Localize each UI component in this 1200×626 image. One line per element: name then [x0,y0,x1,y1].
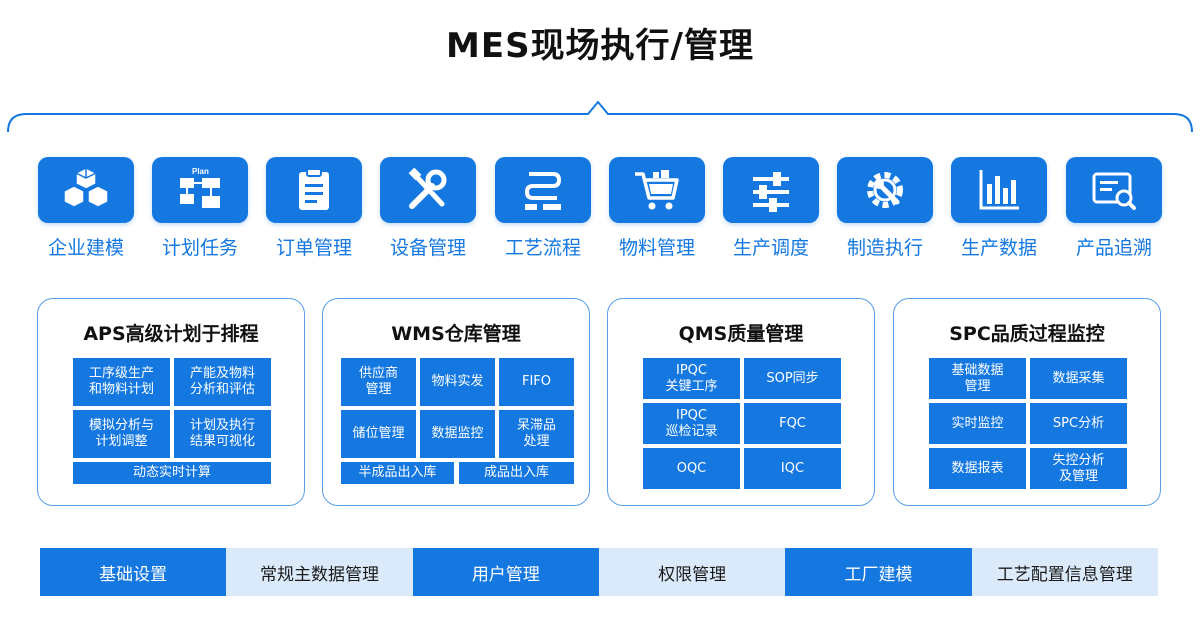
module-label: 产品追溯 [1075,237,1152,259]
cart-icon [609,157,705,223]
module-product-traceability[interactable]: 产品追溯 [1066,157,1162,260]
module-order-management[interactable]: 订单管理 [266,157,362,260]
module-plan-task[interactable]: Plan 计划任务 [152,157,248,260]
wms-cell[interactable]: 呆滞品处理 [499,410,574,458]
tools-icon [380,157,476,223]
clipboard-icon [266,157,362,223]
page-title: MES现场执行/管理 [446,26,754,66]
qms-cell[interactable]: IQC [744,448,841,489]
plan-icon-text: Plan [192,167,209,176]
module-label: 工艺流程 [504,237,581,259]
bottom-process-config[interactable]: 工艺配置信息管理 [971,548,1158,596]
sliders-icon [723,157,819,223]
gear-wrench-icon [837,157,933,223]
bar-chart-icon [951,157,1047,223]
cubes-icon [38,157,134,223]
process-flow-icon [495,157,591,223]
spc-cell[interactable]: SPC分析 [1030,403,1127,444]
module-material-management[interactable]: 物料管理 [609,157,705,260]
module-label: 企业建模 [47,237,124,259]
module-equipment-management[interactable]: 设备管理 [380,157,476,260]
module-production-scheduling[interactable]: 生产调度 [723,157,819,260]
panel-title: APS高级计划于排程 [83,323,259,345]
bottom-permission-management[interactable]: 权限管理 [598,548,786,596]
module-manufacturing-execution[interactable]: 制造执行 [837,157,933,260]
bottom-factory-modeling[interactable]: 工厂建模 [785,548,972,596]
module-process-flow[interactable]: 工艺流程 [495,157,591,260]
panel-title: SPC品质过程监控 [949,323,1105,345]
wms-cell[interactable]: 数据监控 [420,410,495,458]
wms-cell-wide[interactable]: 成品出入库 [459,462,574,484]
panel-spc: SPC品质过程监控 基础数据管理 数据采集 实时监控 SPC分析 数据报表 失控… [893,298,1161,506]
bracket-divider [7,100,1193,133]
panel-wms: WMS仓库管理 供应商管理 物料实发 FIFO 储位管理 数据监控 呆滞品处理 … [322,298,590,506]
panel-aps: APS高级计划于排程 工序级生产和物料计划 产能及物料分析和评估 模拟分析与计划… [37,298,305,506]
panel-title: QMS质量管理 [678,323,804,345]
panel-title: WMS仓库管理 [391,323,521,345]
wms-cell[interactable]: 储位管理 [341,410,416,458]
qms-cell[interactable]: OQC [643,448,740,489]
qms-cell[interactable]: FQC [744,403,841,444]
wms-cell[interactable]: 物料实发 [420,358,495,406]
aps-cell-wide[interactable]: 动态实时计算 [73,462,271,484]
qms-cell[interactable]: SOP同步 [744,358,841,399]
search-screen-icon [1066,157,1162,223]
wms-cell[interactable]: FIFO [499,358,574,406]
spc-cell[interactable]: 数据采集 [1030,358,1127,399]
module-label: 计划任务 [161,237,238,259]
aps-cell[interactable]: 工序级生产和物料计划 [73,358,170,406]
spc-cell[interactable]: 基础数据管理 [929,358,1026,399]
module-label: 设备管理 [389,237,466,259]
module-production-data[interactable]: 生产数据 [951,157,1047,260]
spc-cell[interactable]: 实时监控 [929,403,1026,444]
module-label: 生产数据 [960,237,1037,259]
wms-cell[interactable]: 供应商管理 [341,358,416,406]
aps-cell[interactable]: 产能及物料分析和评估 [174,358,271,406]
bottom-master-data[interactable]: 常规主数据管理 [226,548,413,596]
plan-flow-icon: Plan [152,157,248,223]
spc-cell[interactable]: 数据报表 [929,448,1026,489]
bottom-user-management[interactable]: 用户管理 [412,548,599,596]
module-label: 生产调度 [732,237,809,259]
bottom-basic-settings[interactable]: 基础设置 [40,548,227,596]
wms-cell-wide[interactable]: 半成品出入库 [341,462,454,484]
module-label: 物料管理 [618,237,695,259]
bottom-foundation-bar: 基础设置 常规主数据管理 用户管理 权限管理 工厂建模 工艺配置信息管理 [40,548,1158,596]
aps-cell[interactable]: 计划及执行结果可视化 [174,410,271,458]
module-label: 制造执行 [846,237,923,259]
module-enterprise-modeling[interactable]: 企业建模 [38,157,134,260]
module-label: 订单管理 [275,237,352,259]
aps-cell[interactable]: 模拟分析与计划调整 [73,410,170,458]
spc-cell[interactable]: 失控分析及管理 [1030,448,1127,489]
